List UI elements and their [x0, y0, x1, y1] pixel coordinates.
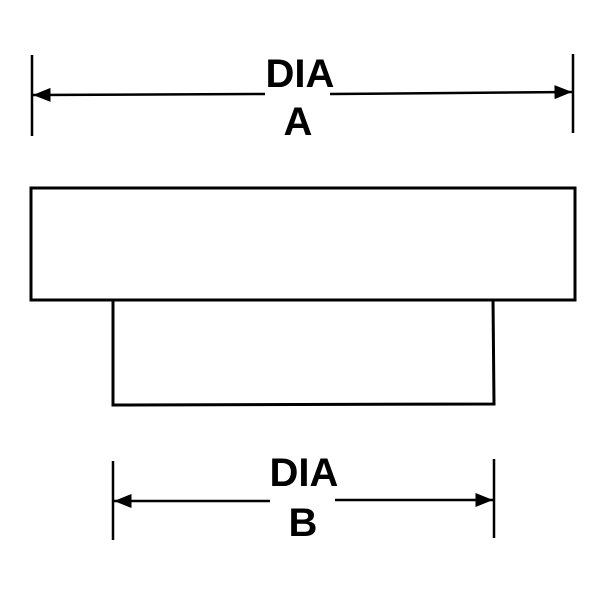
dimension-arrow-a-right: [329, 85, 573, 100]
dimension-label-a-line1: DIA: [266, 52, 335, 96]
upper-flange: [29, 186, 577, 302]
dimension-label-b-line2: B: [289, 501, 318, 545]
lower-body: [111, 298, 496, 407]
dimension-arrow-a-left: [32, 87, 266, 102]
part-outline: [29, 186, 577, 407]
dimension-b: DIA B: [111, 451, 496, 545]
dimension-a: DIA A: [30, 52, 575, 144]
dimension-label-a-line2: A: [284, 100, 313, 144]
dimension-label-b-line1: DIA: [270, 451, 339, 495]
